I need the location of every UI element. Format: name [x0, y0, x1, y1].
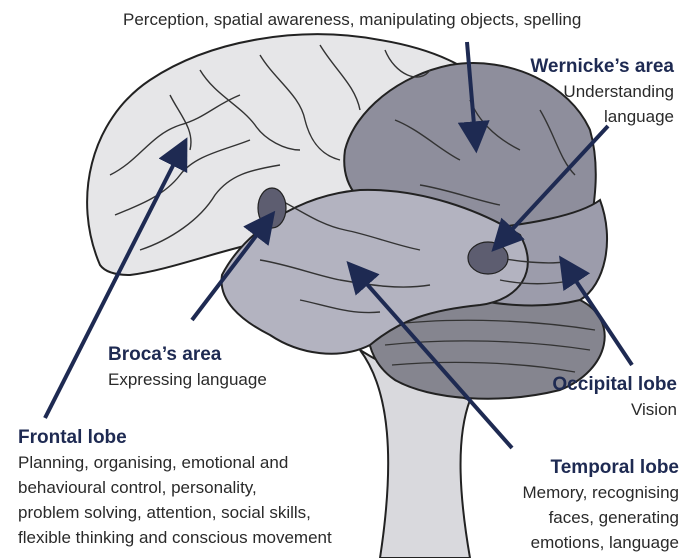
wernicke-area-description-line1: Understanding — [454, 79, 674, 104]
frontal-lobe-description-line1: Planning, organising, emotional and — [18, 450, 332, 475]
broca-area-description: Expressing language — [108, 367, 267, 392]
frontal-lobe-title: Frontal lobe — [18, 425, 332, 450]
frontal-lobe-description-line3: problem solving, attention, social skill… — [18, 500, 332, 525]
frontal-lobe-description-line2: behavioural control, personality, — [18, 475, 332, 500]
temporal-lobe-description-line3: emotions, language — [459, 530, 679, 555]
wernicke-label-group: Wernicke’s area Understanding language — [454, 54, 674, 129]
frontal-lobe-description-line4: flexible thinking and conscious movement — [18, 525, 332, 550]
wernicke-area-spot — [468, 242, 508, 274]
wernicke-area-title: Wernicke’s area — [454, 54, 674, 79]
broca-label-group: Broca’s area Expressing language — [108, 342, 267, 392]
temporal-lobe-title: Temporal lobe — [459, 455, 679, 480]
frontal-label-group: Frontal lobe Planning, organising, emoti… — [18, 425, 332, 550]
parietal-lobe-description: Perception, spatial awareness, manipulat… — [123, 7, 581, 32]
temporal-lobe-description-line2: faces, generating — [459, 505, 679, 530]
broca-area-spot — [258, 188, 286, 228]
temporal-lobe-description-line1: Memory, recognising — [459, 480, 679, 505]
broca-area-title: Broca’s area — [108, 342, 267, 367]
occipital-lobe-description: Vision — [477, 397, 677, 422]
wernicke-area-description-line2: language — [454, 104, 674, 129]
temporal-label-group: Temporal lobe Memory, recognising faces,… — [459, 455, 679, 555]
occipital-label-group: Occipital lobe Vision — [477, 372, 677, 422]
occipital-lobe-title: Occipital lobe — [477, 372, 677, 397]
